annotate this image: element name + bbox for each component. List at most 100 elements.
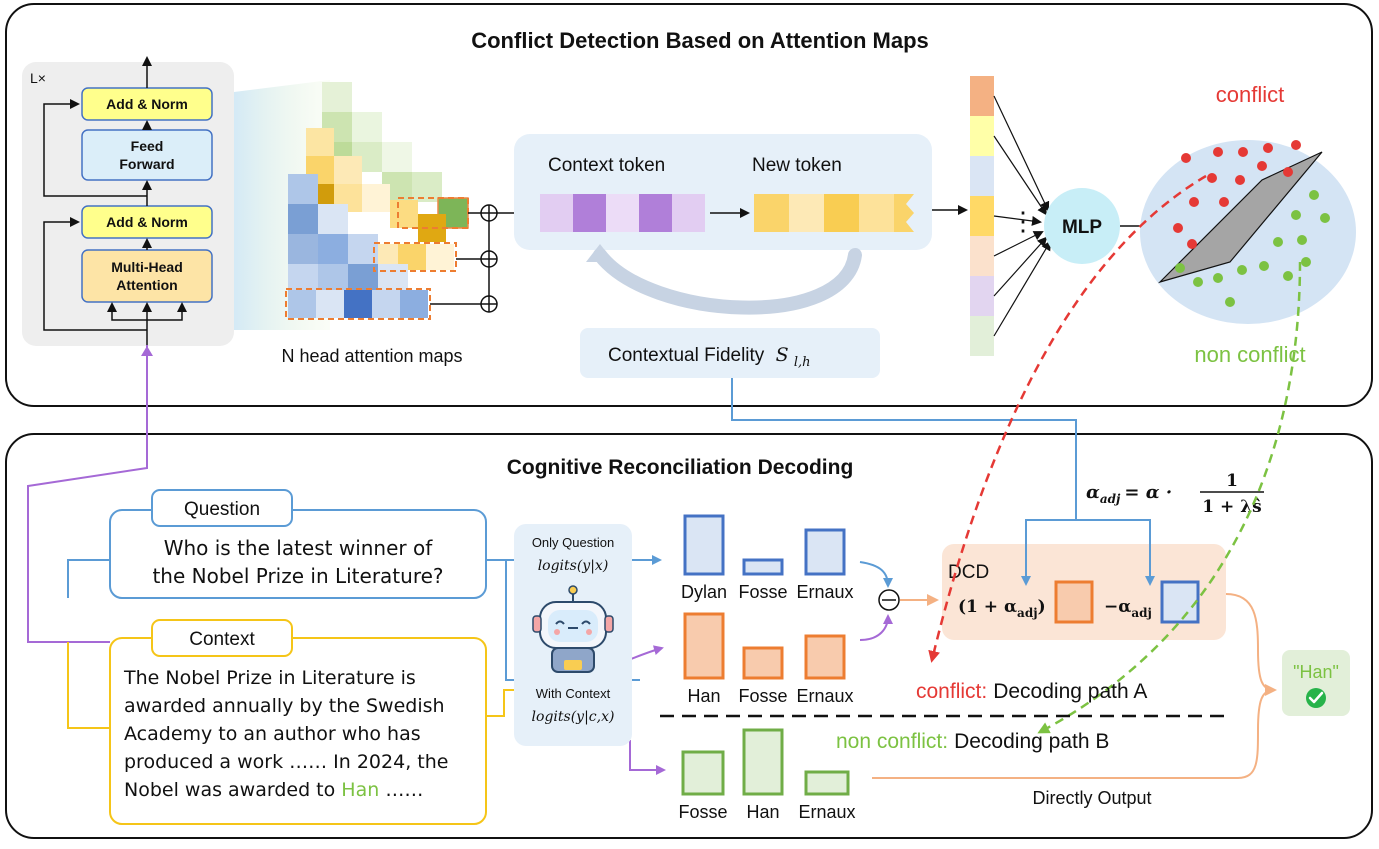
bars-question: Dylan Fosse Ernaux xyxy=(681,514,854,602)
bar-direct-label-2: Ernaux xyxy=(798,802,855,822)
question-box xyxy=(109,509,487,599)
context-line-2: awarded annually by the Swedish xyxy=(124,695,445,717)
multi-head-attention-block xyxy=(81,249,213,303)
bar-context-han xyxy=(683,612,725,680)
fidelity-symbol: S xyxy=(776,344,789,366)
fidelity-to-dcd-right xyxy=(1076,519,1155,586)
feedback-curve xyxy=(593,248,862,315)
with-context-label: With Context xyxy=(536,686,611,701)
question-line-2: the Nobel Prize in Literature? xyxy=(152,564,443,588)
fidelity-subscript: l,h xyxy=(794,355,811,370)
bar-question-label-0: Dylan xyxy=(681,582,727,602)
fidelity-to-dcd-left xyxy=(731,378,1077,586)
question-tag xyxy=(151,489,293,527)
context-tag xyxy=(151,619,293,657)
context-token-strip xyxy=(540,194,705,232)
path-a-prefix: conflict: xyxy=(916,680,987,703)
context-highlight-han: Han xyxy=(341,779,379,801)
non-conflict-route-arrow xyxy=(1037,261,1302,734)
bar-direct-han xyxy=(742,728,784,796)
context-line-4: produced a work …… In 2024, the xyxy=(124,751,448,773)
path-b-prefix: non conflict: xyxy=(836,730,948,753)
dcd-term-1-main: (1 + α xyxy=(958,597,1017,617)
alpha-adj-lhs: αadj= α · xyxy=(1086,482,1172,506)
dcd-blue-bar xyxy=(1160,580,1200,624)
new-token-strip xyxy=(754,194,914,232)
bar-question-ernaux xyxy=(804,528,846,576)
robot-icon xyxy=(532,585,614,673)
dcd-term-1: (1 + αadj) xyxy=(958,597,1046,620)
conflict-route-arrow xyxy=(928,174,1207,663)
bars-context: Han Fosse Ernaux xyxy=(683,612,854,706)
bar-direct-label-0: Fosse xyxy=(678,802,727,822)
check-icon xyxy=(1306,688,1326,708)
only-question-label: Only Question xyxy=(532,535,614,550)
fidelity-label: Contextual Fidelity xyxy=(608,345,765,366)
path-b-text: non conflict: Decoding path B xyxy=(836,730,1109,753)
mha-label-2: Attention xyxy=(116,277,177,293)
question-left-connector xyxy=(67,559,110,598)
bar-question-label-1: Fosse xyxy=(738,582,787,602)
question-tag-label: Question xyxy=(184,499,260,520)
context-body: The Nobel Prize in Literature is awarded… xyxy=(123,667,448,801)
decision-plane xyxy=(1157,151,1323,284)
plus-node-3 xyxy=(480,295,498,313)
with-context-logits: logits(y|c,x) xyxy=(532,709,615,725)
bar-context-ernaux xyxy=(804,634,846,680)
alpha-equals: = α · xyxy=(1124,482,1172,503)
layer-count-label: L× xyxy=(30,70,46,86)
dcd-to-result-arrow xyxy=(1225,593,1277,696)
context-line-5-suffix: …… xyxy=(379,779,423,801)
path-b-label: Decoding path B xyxy=(954,730,1109,753)
dcd-term-1-close: ) xyxy=(1038,597,1046,617)
context-line-5: Nobel was awarded to Han …… xyxy=(124,779,423,801)
question-line-1: Who is the latest winner of xyxy=(164,536,434,560)
context-to-model xyxy=(486,689,520,717)
alpha-denominator: 1 + λŝ xyxy=(1202,497,1261,517)
feed-forward-label-2: Forward xyxy=(119,156,174,172)
result-box xyxy=(1282,650,1350,716)
bar-question-label-2: Ernaux xyxy=(796,582,853,602)
attention-maps xyxy=(285,82,469,320)
non-conflict-points xyxy=(1175,190,1330,307)
feed-forward-label-1: Feed xyxy=(131,138,164,154)
mlp-node xyxy=(1044,188,1120,264)
path-a-text: conflict: Decoding path A xyxy=(916,680,1147,703)
dcd-orange-bar xyxy=(1054,580,1094,624)
new-token-label: New token xyxy=(752,155,842,176)
mha-label-1: Multi-Head xyxy=(111,259,183,275)
bar-direct-fosse xyxy=(681,750,725,796)
dcd-term-2-sub: adj xyxy=(1131,606,1152,620)
token-panel xyxy=(514,134,932,250)
bar-question-fosse xyxy=(742,558,784,576)
alpha-subscript: adj xyxy=(1100,492,1121,506)
context-left-connector xyxy=(67,642,110,729)
context-token-label: Context token xyxy=(548,155,665,176)
feedback-arrowhead xyxy=(586,244,614,262)
add-norm-top-label: Add & Norm xyxy=(106,96,188,112)
directly-output-label: Directly Output xyxy=(1032,788,1151,808)
only-question-logits: logits(y|x) xyxy=(538,558,609,574)
fidelity-text: Contextual Fidelity S l,h xyxy=(608,344,811,370)
feature-vector xyxy=(970,76,994,356)
vector-to-mlp-arrows xyxy=(993,95,1052,337)
result-text: "Han" xyxy=(1293,662,1339,682)
dcd-term-2-main: −α xyxy=(1104,597,1131,617)
path-a-label: Decoding path A xyxy=(993,680,1147,703)
blue-merge-arrow xyxy=(859,561,893,588)
context-tag-label: Context xyxy=(189,629,255,650)
alpha-formula: αadj= α · 1 1 + λŝ xyxy=(1086,471,1264,517)
conflict-points xyxy=(1173,140,1301,249)
conflict-label: conflict xyxy=(1216,82,1284,107)
context-line-3: Academy to an author who has xyxy=(124,723,421,745)
alpha-symbol: α xyxy=(1086,482,1100,503)
bar-context-fosse xyxy=(742,646,784,680)
transformer-arrows xyxy=(43,56,187,345)
bar-context-label-2: Ernaux xyxy=(796,686,853,706)
bar-context-label-0: Han xyxy=(687,686,720,706)
mlp-label: MLP xyxy=(1062,217,1102,238)
bar-direct-label-1: Han xyxy=(746,802,779,822)
bottom-panel-title: Cognitive Reconciliation Decoding xyxy=(507,456,854,479)
top-panel-title: Conflict Detection Based on Attention Ma… xyxy=(471,28,929,53)
context-box xyxy=(109,637,487,825)
